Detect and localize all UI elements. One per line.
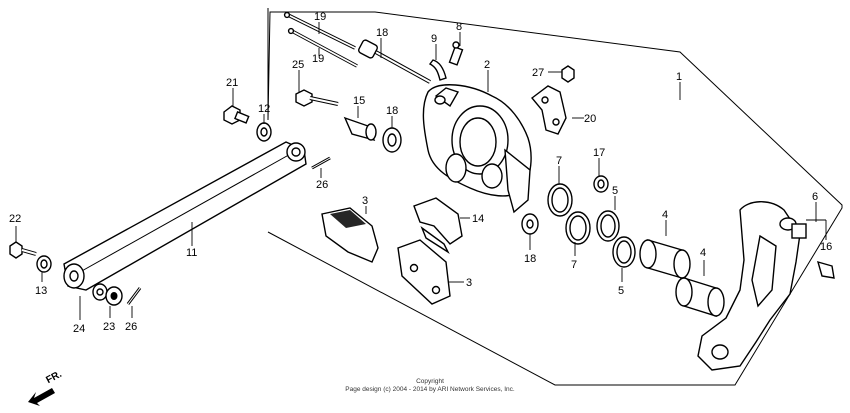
seal-7-upper xyxy=(547,183,573,217)
callout-labels: 19 19 18 8 9 2 27 1 25 15 18 20 21 12 7 … xyxy=(9,11,832,335)
callout-9: 9 xyxy=(431,33,437,45)
callout-4-lower: 4 xyxy=(700,247,706,259)
callout-26-upper: 26 xyxy=(316,179,328,191)
callout-12: 13 xyxy=(35,285,47,297)
seal-7-lower xyxy=(565,211,591,245)
cotter-pin-26-upper xyxy=(311,156,331,170)
pin-19-upper xyxy=(283,11,356,50)
callout-5-lower: 5 xyxy=(618,285,624,297)
seal-5-upper xyxy=(596,210,620,242)
pin-19-lower xyxy=(287,27,358,68)
callout-25: 24 xyxy=(73,323,85,335)
sleeve-14 xyxy=(343,116,377,142)
callout-7-upper: 7 xyxy=(556,155,562,167)
bolt-21 xyxy=(223,105,250,125)
bolt-23 xyxy=(295,89,339,107)
callout-24: 23 xyxy=(103,321,115,333)
callout-16: 18 xyxy=(376,27,388,39)
callout-6: 6 xyxy=(812,191,818,203)
callout-26-lower: 26 xyxy=(125,321,137,333)
callout-5-upper: 5 xyxy=(612,185,618,197)
callout-20: 20 xyxy=(584,113,596,125)
nut-17 xyxy=(593,175,609,193)
copyright-line-2: Page design (c) 2004 - 2014 by ARI Netwo… xyxy=(345,386,515,393)
callout-4-upper: 4 xyxy=(662,209,668,221)
bleeder-valve-8 xyxy=(448,41,464,66)
collar-12 xyxy=(36,255,52,273)
caliper-bracket-6 xyxy=(697,201,807,371)
bolt-22 xyxy=(9,241,37,259)
callout-3-upper: 3 xyxy=(362,195,368,207)
washer-25 xyxy=(92,283,108,301)
callout-22: 22 xyxy=(9,213,21,225)
callout-18-upper: 18 xyxy=(386,105,398,117)
bolt-16 xyxy=(358,39,431,84)
callout-2: 2 xyxy=(484,59,490,71)
callout-11: 12 xyxy=(258,103,270,115)
seal-5-lower xyxy=(612,236,636,268)
caliper-body-2 xyxy=(422,84,532,214)
callout-3-lower: 3 xyxy=(466,277,472,289)
callout-23: 25 xyxy=(292,59,304,71)
callout-14: 15 xyxy=(353,95,365,107)
bleeder-cap-9 xyxy=(428,59,447,81)
callout-15: 16 xyxy=(820,241,832,253)
copyright-line-1: Copyright xyxy=(416,378,444,385)
callout-17: 17 xyxy=(593,147,605,159)
brake-pad-3-upper xyxy=(321,207,379,263)
piston-4-lower xyxy=(675,277,725,317)
cotter-pin-26-lower xyxy=(126,287,142,305)
retainer-15 xyxy=(816,260,835,279)
pad-spring-13 xyxy=(413,197,463,254)
bolt-27 xyxy=(561,65,575,83)
piston-4-upper xyxy=(639,239,691,279)
callout-1: 1 xyxy=(676,71,682,83)
brake-pad-3-lower xyxy=(397,239,451,305)
callout-13: 14 xyxy=(472,213,484,225)
callout-18-lower: 18 xyxy=(524,253,536,265)
assembly-frame xyxy=(267,8,843,386)
castle-nut-24 xyxy=(105,286,123,306)
leader-lines xyxy=(15,22,827,320)
boot-18-upper xyxy=(382,127,402,153)
washer-11 xyxy=(256,122,272,142)
callout-27: 27 xyxy=(532,67,544,79)
callout-10: 11 xyxy=(186,247,197,259)
boot-18-lower xyxy=(521,213,539,235)
callout-8: 8 xyxy=(456,21,462,33)
callout-21: 21 xyxy=(226,77,238,89)
callout-7-lower: 7 xyxy=(571,259,577,271)
callout-19-lower: 19 xyxy=(312,53,324,65)
torque-rod-10 xyxy=(63,141,307,291)
callout-19-upper: 19 xyxy=(314,11,326,23)
front-arrow-icon xyxy=(28,388,55,406)
pad-spring-20 xyxy=(530,85,567,135)
